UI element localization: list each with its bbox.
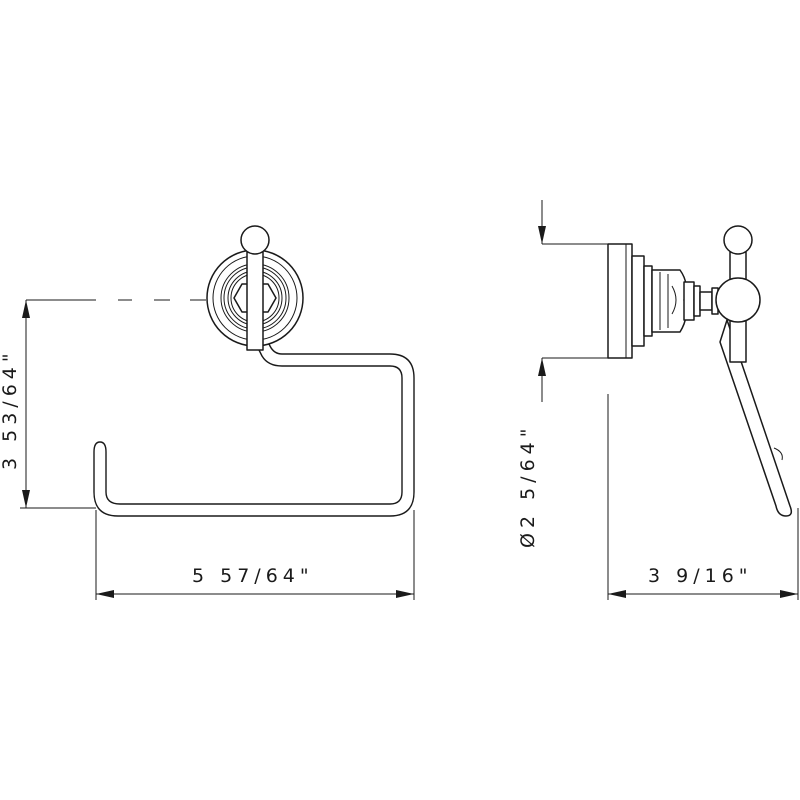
wall-plate xyxy=(607,243,633,359)
diameter-dimension-line xyxy=(538,200,608,402)
height-dimension-line xyxy=(20,300,96,509)
width-dimension-label: 5 57/64" xyxy=(192,565,314,587)
height-dimension-label: 3 53/64" xyxy=(0,348,21,470)
base-collar xyxy=(631,255,645,347)
side-top-ball xyxy=(723,225,753,255)
diameter-dimension-label: Ø2 5/64" xyxy=(517,424,539,549)
joint-ball xyxy=(715,277,761,323)
top-ball xyxy=(240,225,270,255)
neck xyxy=(683,281,695,321)
depth-dimension-label: 3 9/16" xyxy=(648,565,753,587)
width-dimension-line xyxy=(95,510,415,600)
holder-arm xyxy=(93,333,415,517)
side-arm xyxy=(719,319,793,517)
side-view: Ø2 5/64" 3 9/16" xyxy=(517,200,799,600)
fluted-body xyxy=(651,269,687,333)
center-post xyxy=(246,251,264,351)
front-view: 3 53/64" 5 57/64" xyxy=(0,225,415,600)
depth-dimension-line xyxy=(607,394,799,600)
